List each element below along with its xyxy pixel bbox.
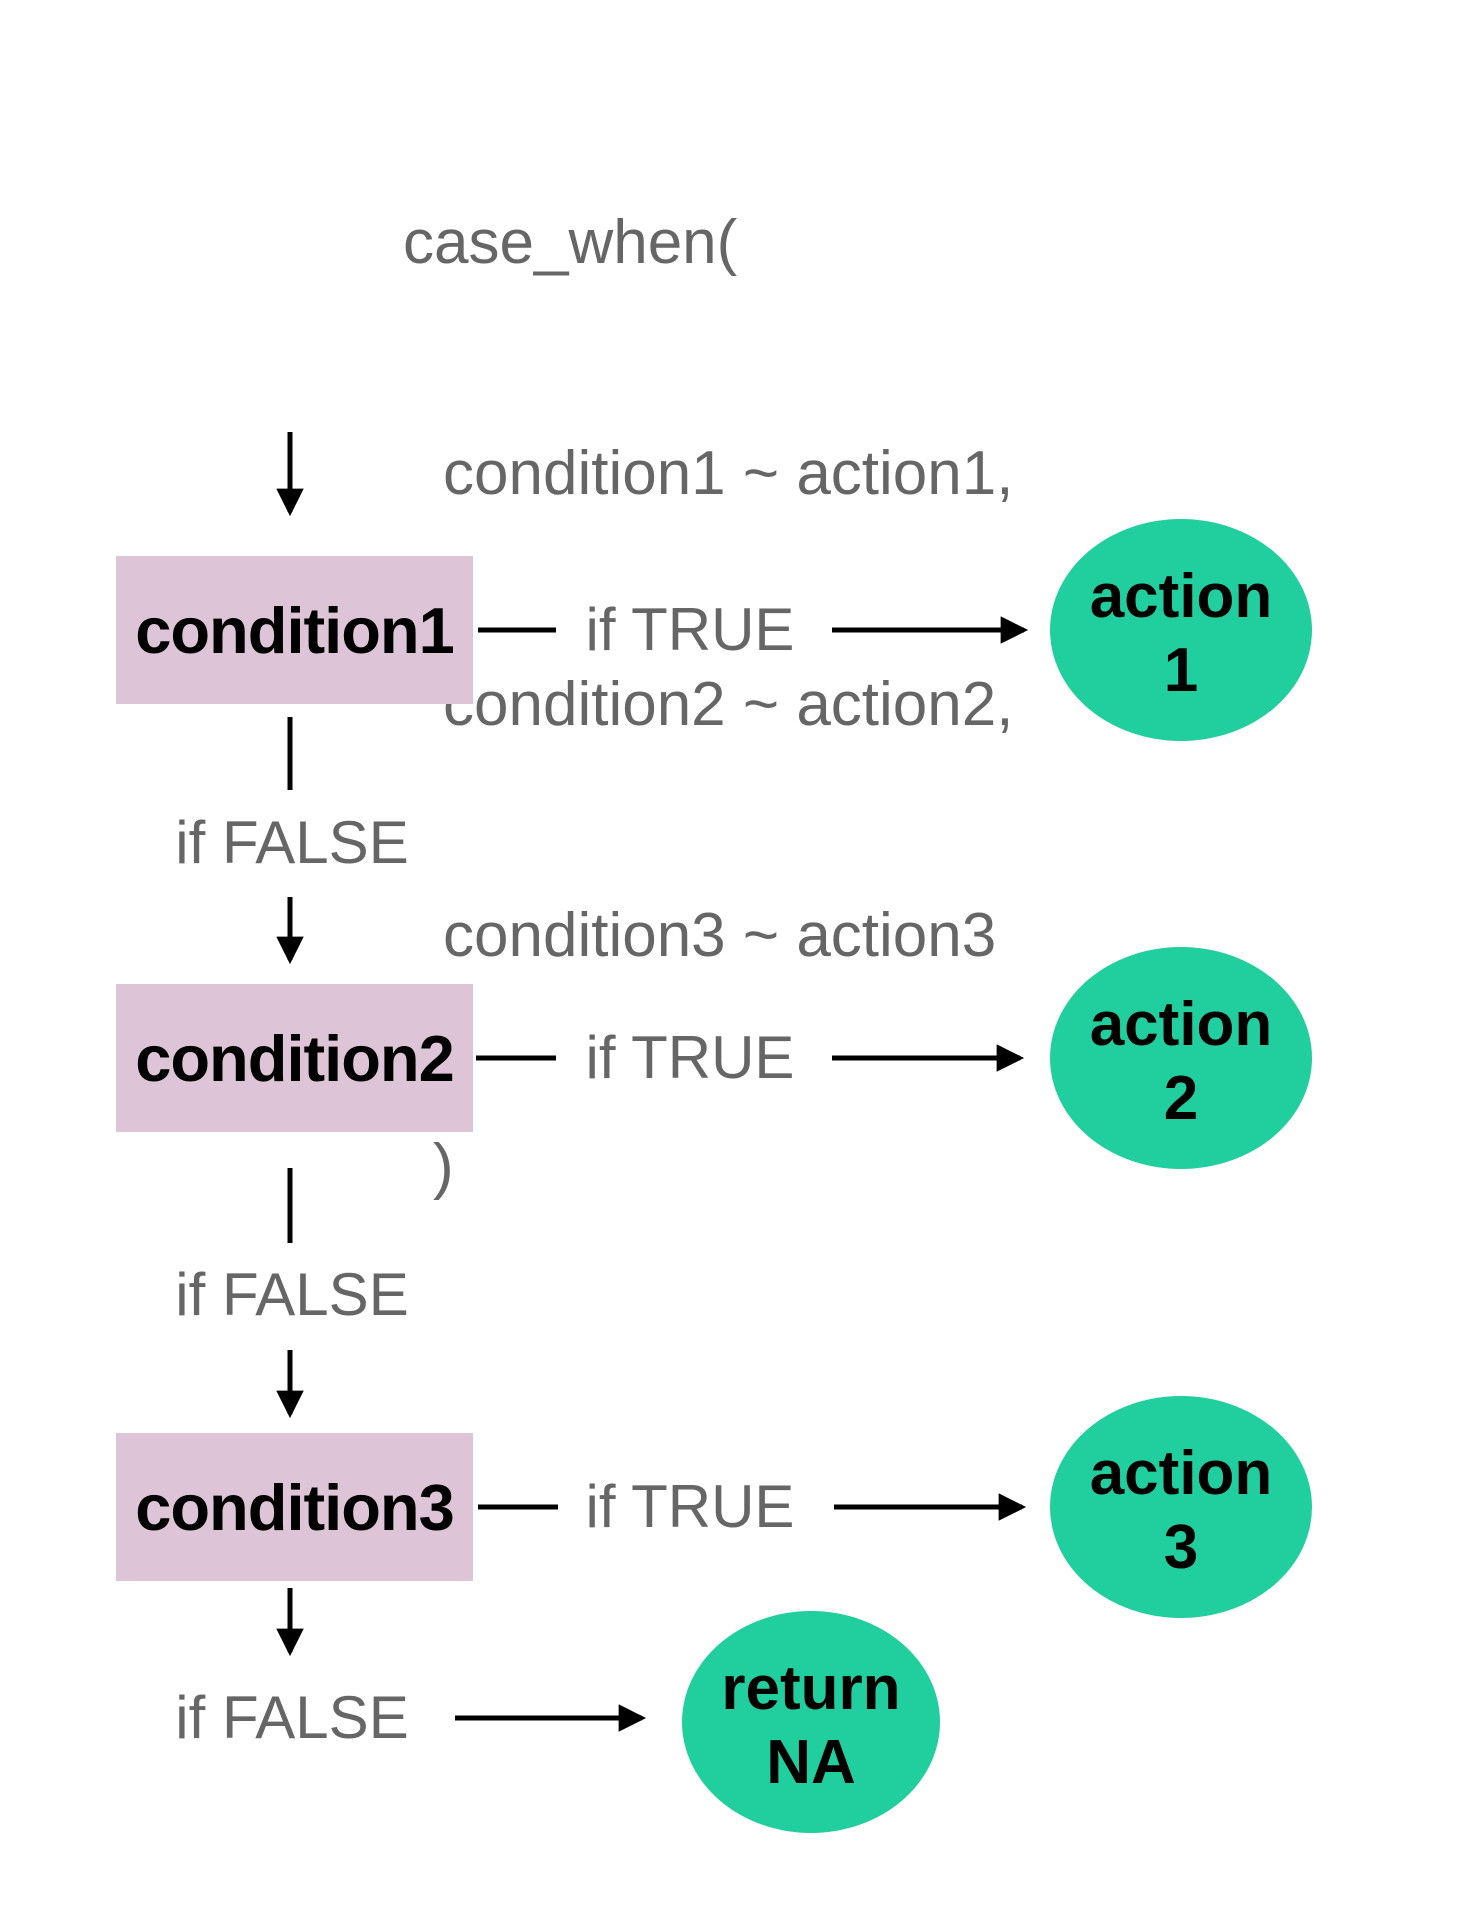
if-false-label-3: if FALSE <box>175 1684 409 1751</box>
if-false-label-1: if FALSE <box>175 809 409 876</box>
action3-word: action <box>1089 1439 1273 1508</box>
return-value: NA <box>766 1728 856 1797</box>
condition3-label: condition3 <box>135 1470 455 1544</box>
code-line-close-paren: ) <box>433 1132 454 1201</box>
condition1-label: condition1 <box>135 593 455 667</box>
action1-word: action <box>1089 562 1273 631</box>
action1-number: 1 <box>1163 636 1199 705</box>
if-false-label-2: if FALSE <box>175 1261 409 1328</box>
action2-node: action 2 <box>1050 947 1312 1169</box>
condition2-label: condition2 <box>135 1021 455 1095</box>
condition3-box: condition3 <box>116 1433 473 1581</box>
code-line-condition2: condition2 ~ action2, <box>443 670 1014 739</box>
code-line-condition3: condition3 ~ action3 <box>443 901 997 970</box>
if-true-label-2: if TRUE <box>585 1024 795 1091</box>
if-true-label-3: if TRUE <box>585 1473 795 1540</box>
action3-number: 3 <box>1163 1513 1199 1582</box>
code-line-case-when: case_when( <box>403 208 738 277</box>
return-word: return <box>721 1654 901 1723</box>
action2-word: action <box>1089 990 1273 1059</box>
code-line-condition1: condition1 ~ action1, <box>443 439 1014 508</box>
action3-node: action 3 <box>1050 1396 1312 1618</box>
condition1-box: condition1 <box>116 556 473 704</box>
code-snippet: case_when( condition1 ~ action1, conditi… <box>403 50 1013 1359</box>
condition2-box: condition2 <box>116 984 473 1132</box>
return-na-node: return NA <box>682 1611 940 1833</box>
action2-number: 2 <box>1163 1064 1199 1133</box>
action1-node: action 1 <box>1050 519 1312 741</box>
if-true-label-1: if TRUE <box>585 596 795 663</box>
